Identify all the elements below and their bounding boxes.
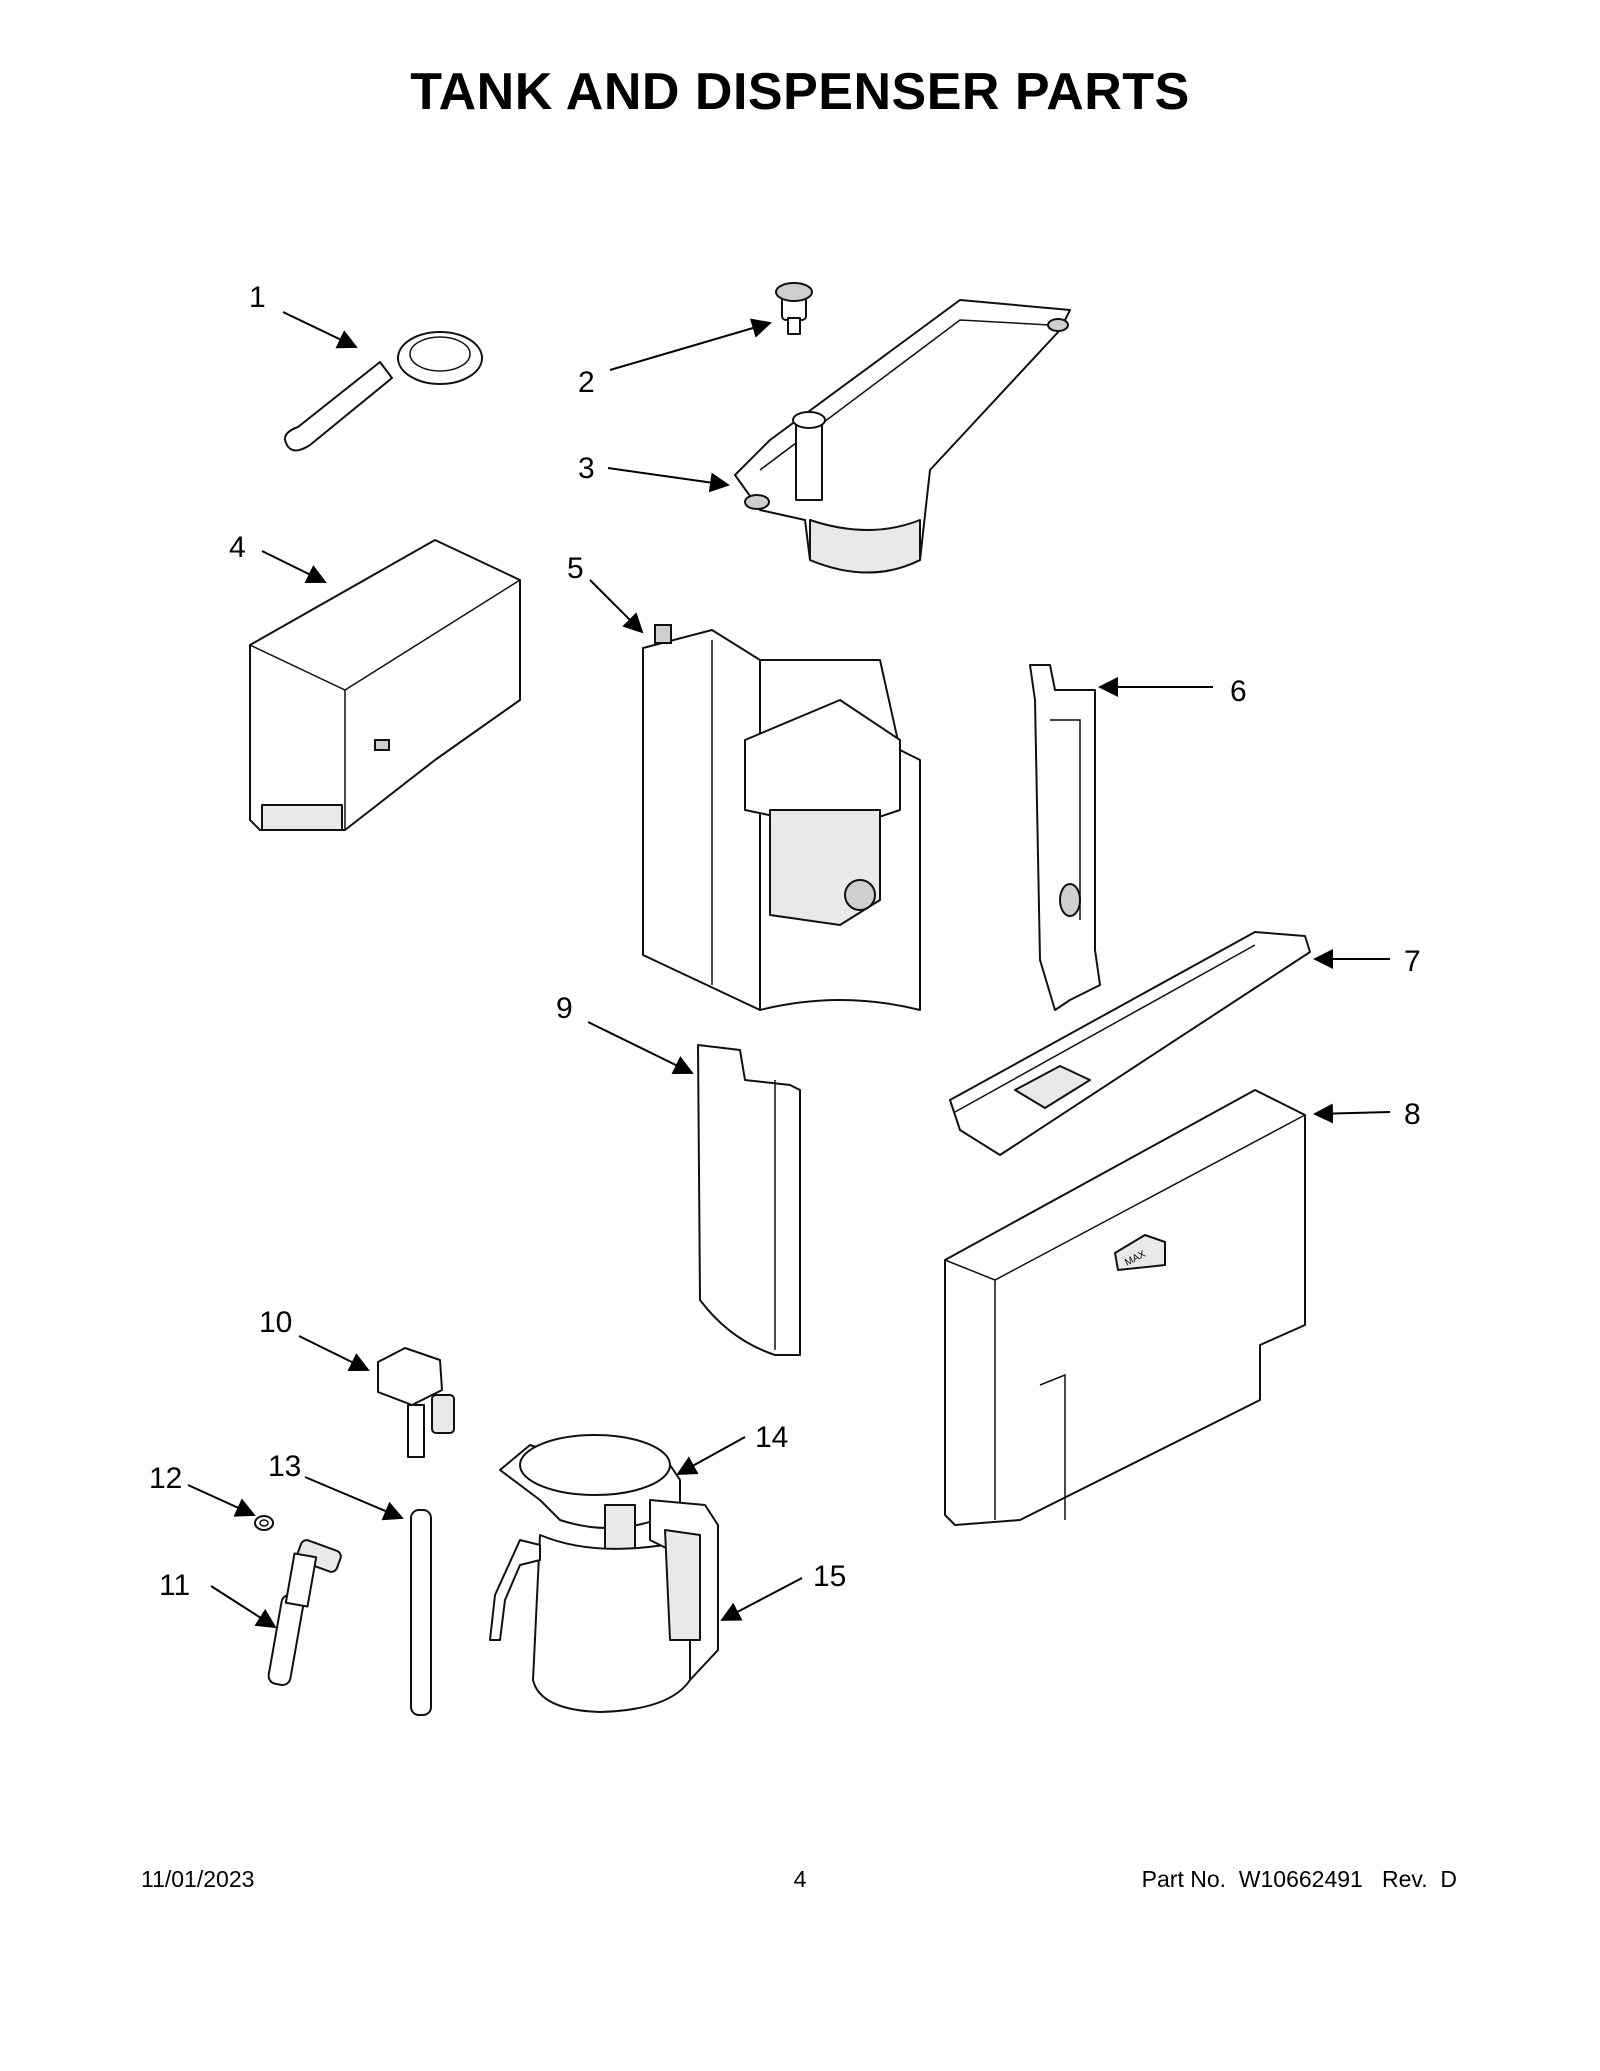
callout-2: 2: [578, 366, 595, 399]
part-5-dispenser-housing: [642, 624, 921, 1011]
part-13-tube: [410, 1509, 432, 1716]
page-title: TANK AND DISPENSER PARTS: [410, 63, 1190, 121]
part-10-valve: [377, 1347, 455, 1458]
callout-9: 9: [556, 992, 573, 1025]
footer-page-number: 4: [793, 1866, 807, 1892]
callout-11: 11: [159, 1569, 190, 1602]
part-4-bin: [249, 539, 521, 831]
part-1-scoop: [283, 331, 483, 452]
part-8-water-tank: MAX: [944, 1089, 1306, 1526]
part-6-rail: [1029, 664, 1101, 1011]
leader-12: [187, 1484, 256, 1517]
part-12-o-ring: [254, 1515, 274, 1531]
part-9-door-panel: [697, 1044, 801, 1356]
callout-13: 13: [268, 1450, 301, 1483]
leader-1: [282, 311, 358, 349]
part-2-knob: [775, 282, 813, 335]
callout-8: 8: [1404, 1098, 1421, 1131]
leader-2: [609, 318, 772, 371]
callout-10: 10: [259, 1306, 292, 1339]
callout-6: 6: [1230, 675, 1247, 708]
leader-8: [1313, 1103, 1391, 1124]
callout-7: 7: [1404, 945, 1421, 978]
part-11-elbow-tube: [267, 1539, 342, 1686]
part-7-tank-lid: [949, 931, 1311, 1156]
callout-1: 1: [249, 281, 266, 314]
part-15-pitcher: [489, 1499, 719, 1713]
leader-10: [298, 1335, 370, 1372]
leader-14: [676, 1436, 746, 1475]
callout-15: 15: [813, 1560, 846, 1593]
leader-5: [589, 579, 644, 634]
leader-11: [210, 1585, 277, 1629]
leader-3: [607, 467, 730, 493]
callout-4: 4: [229, 531, 246, 564]
footer-part-number: Part No. W10662491 Rev. D: [1141, 1866, 1457, 1892]
leader-4: [261, 550, 327, 584]
leader-15: [720, 1577, 803, 1621]
part-3-funnel-tray: [734, 299, 1071, 574]
callout-5: 5: [567, 552, 584, 585]
callout-14: 14: [755, 1421, 788, 1454]
footer-date: 11/01/2023: [141, 1866, 255, 1892]
callout-12: 12: [149, 1462, 182, 1495]
leader-13: [304, 1476, 404, 1521]
callout-3: 3: [578, 452, 595, 485]
leader-9: [587, 1021, 694, 1075]
